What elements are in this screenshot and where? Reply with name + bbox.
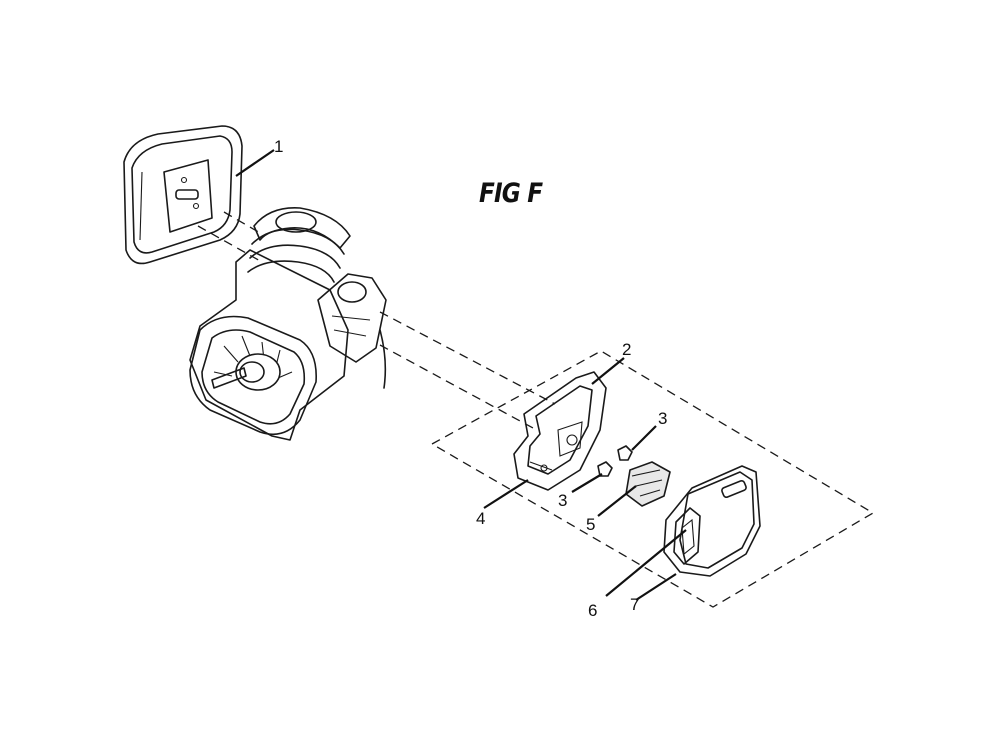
leader-lines <box>235 149 687 601</box>
callout-3b: 3 <box>558 491 568 510</box>
callout-7: 7 <box>630 595 640 614</box>
assembly-boundary <box>430 350 875 608</box>
engine-assembly <box>189 207 387 441</box>
part-5-filter-element <box>625 461 671 507</box>
figure-title: FIG F <box>479 178 543 209</box>
callout-5: 5 <box>586 515 596 534</box>
callout-6: 6 <box>588 601 598 620</box>
part-3-nut-a <box>617 445 633 461</box>
callout-1: 1 <box>274 137 284 156</box>
part-1-cover <box>123 125 243 265</box>
part-7-filter-cover <box>663 465 761 577</box>
callout-4: 4 <box>476 509 486 528</box>
part-2-filter-base <box>513 371 607 491</box>
callout-2: 2 <box>622 340 632 359</box>
callout-3a: 3 <box>658 409 668 428</box>
